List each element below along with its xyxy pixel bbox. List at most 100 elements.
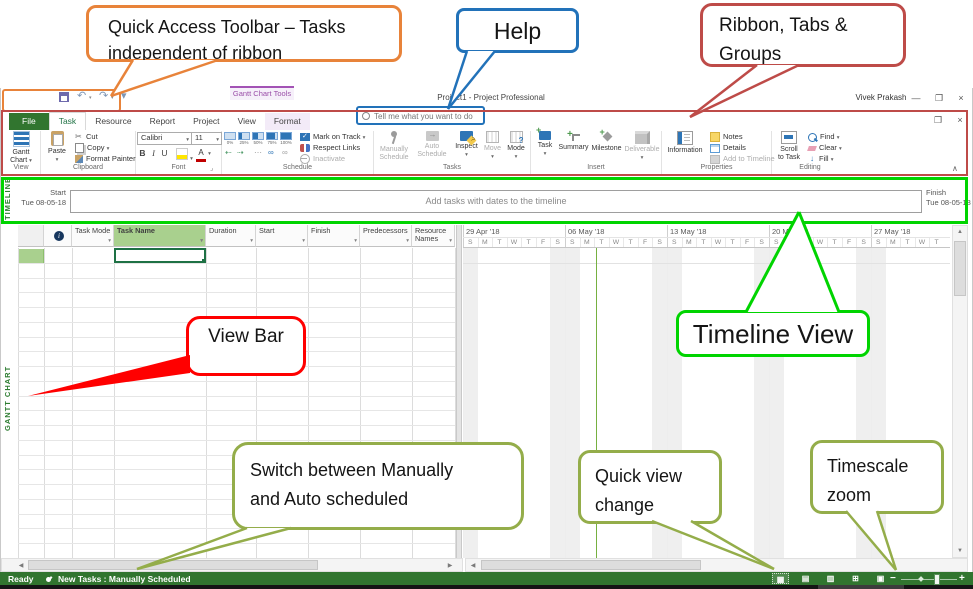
background-color-button[interactable]: ▾: [176, 148, 193, 162]
timescale-day-label[interactable]: W: [714, 239, 722, 246]
font-size-select[interactable]: 11▾: [191, 132, 222, 145]
cell-fill-handle[interactable]: [202, 258, 206, 263]
timescale-day-label[interactable]: S: [468, 239, 473, 246]
tab-view[interactable]: View: [237, 116, 256, 126]
selected-row-header[interactable]: [19, 249, 44, 263]
font-color-button[interactable]: A ▾: [196, 148, 211, 162]
tab-resource[interactable]: Resource: [95, 116, 132, 126]
timescale-week-label[interactable]: 20 May '18: [772, 227, 809, 236]
timescale-day-label[interactable]: S: [570, 239, 575, 246]
select-all-corner[interactable]: [18, 225, 44, 247]
vertical-scroll-thumb[interactable]: [954, 241, 966, 296]
save-icon[interactable]: [59, 92, 69, 102]
find-button[interactable]: Find ▾: [808, 132, 839, 142]
timescale-day-label[interactable]: T: [599, 239, 604, 246]
tab-report[interactable]: Report: [149, 116, 176, 126]
new-tasks-mode-button[interactable]: New Tasks : Manually Scheduled: [58, 574, 191, 584]
timescale-day-label[interactable]: S: [672, 239, 677, 246]
notes-button[interactable]: Notes: [710, 132, 743, 143]
bold-button[interactable]: B: [139, 148, 146, 158]
close-icon[interactable]: ×: [958, 93, 964, 103]
information-button[interactable]: Information: [664, 131, 706, 155]
unlink-tasks-button[interactable]: ∞: [282, 148, 288, 158]
undo-icon[interactable]: ↶: [77, 90, 87, 102]
percent-100-button[interactable]: 100%: [280, 132, 292, 145]
column-header-finish[interactable]: Finish▾: [308, 225, 360, 247]
timescale-day-label[interactable]: M: [788, 239, 794, 246]
vertical-scrollbar[interactable]: [952, 225, 968, 558]
timescale-week-label[interactable]: 13 May '18: [670, 227, 707, 236]
contextual-tab-header[interactable]: Gantt Chart Tools: [230, 88, 294, 100]
column-header-task-name[interactable]: Task Name▾: [114, 225, 206, 247]
timescale-day-label[interactable]: W: [918, 239, 926, 246]
redo-icon[interactable]: ↷: [99, 90, 109, 102]
redo-caret-icon[interactable]: ▾: [111, 95, 114, 101]
account-name[interactable]: Vivek Prakash: [855, 93, 907, 102]
timescale-day-label[interactable]: S: [555, 239, 560, 246]
add-to-timeline-button[interactable]: Add to Timeline: [710, 154, 775, 164]
gantt-chart-side-label[interactable]: GANTT CHART: [3, 365, 12, 431]
timescale-day-label[interactable]: T: [628, 239, 633, 246]
chart-scroll-left-icon[interactable]: ◀: [470, 563, 476, 569]
insert-deliverable-button[interactable]: Deliverable▾: [624, 131, 660, 163]
table-scroll-right-icon[interactable]: ▶: [447, 563, 453, 569]
column-header-resource-names[interactable]: Resource Names▾: [412, 225, 455, 247]
insert-milestone-button[interactable]: Milestone: [590, 127, 623, 153]
team-planner-view-button[interactable]: ▥: [826, 574, 835, 583]
zoom-in-button[interactable]: +: [959, 573, 965, 584]
percent-0-button[interactable]: 0%: [224, 132, 236, 145]
table-scroll-thumb[interactable]: [28, 560, 318, 570]
timeline-add-tasks-box[interactable]: Add tasks with dates to the timeline: [70, 190, 922, 213]
report-view-button[interactable]: ▣: [876, 574, 885, 583]
timescale-day-label[interactable]: T: [905, 239, 910, 246]
column-header-task-mode[interactable]: Task Mode▾: [72, 225, 114, 247]
zoom-out-button[interactable]: −: [890, 573, 896, 584]
task-usage-view-button[interactable]: ▤: [801, 574, 810, 583]
mode-button[interactable]: Mode▾: [504, 131, 528, 162]
scroll-down-icon[interactable]: ▼: [957, 548, 963, 554]
tab-file[interactable]: File: [9, 113, 49, 130]
mark-on-track-button[interactable]: Mark on Track ▾: [300, 132, 365, 142]
selected-task-name-cell[interactable]: [114, 248, 206, 263]
percent-25-button[interactable]: 25%: [238, 132, 250, 145]
timescale-day-label[interactable]: T: [934, 239, 939, 246]
link-tasks-button[interactable]: ∞: [268, 148, 274, 158]
timescale-week-label[interactable]: 29 Apr '18: [466, 227, 500, 236]
undo-caret-icon[interactable]: ▾: [89, 95, 92, 101]
column-header-predecessors[interactable]: Predecessors▾: [360, 225, 412, 247]
tab-project[interactable]: Project: [193, 116, 220, 126]
timescale-day-label[interactable]: T: [730, 239, 735, 246]
font-dialog-launcher-icon[interactable]: ⌟: [210, 165, 214, 172]
resource-sheet-view-button[interactable]: ⊞: [852, 574, 859, 583]
timescale-day-label[interactable]: T: [701, 239, 706, 246]
column-header-duration[interactable]: Duration▾: [206, 225, 256, 247]
insert-summary-button[interactable]: Summary: [558, 129, 589, 152]
chart-scroll-thumb[interactable]: [481, 560, 701, 570]
tab-format[interactable]: Format: [264, 113, 310, 130]
column-header-indicators[interactable]: i: [44, 225, 72, 247]
timescale-day-label[interactable]: M: [482, 239, 488, 246]
timescale-day-label[interactable]: F: [745, 239, 750, 246]
restore-ribbon-icon[interactable]: ❐: [933, 115, 943, 125]
font-name-select[interactable]: Calibri▾: [137, 132, 192, 145]
respect-links-button[interactable]: Respect Links: [300, 143, 360, 153]
timescale-day-label[interactable]: W: [510, 239, 518, 246]
indent-task-button[interactable]: ⇢: [237, 148, 244, 158]
timescale-day-label[interactable]: M: [890, 239, 896, 246]
insert-task-button[interactable]: Task▾: [534, 125, 556, 159]
format-painter-button[interactable]: Format Painter: [75, 154, 136, 164]
gantt-chart-view-button[interactable]: ▦: [772, 573, 789, 584]
inactivate-button[interactable]: Inactivate: [300, 154, 345, 165]
timescale-day-label[interactable]: T: [803, 239, 808, 246]
inspect-button[interactable]: Inspect▾: [453, 131, 480, 160]
move-button[interactable]: Move▾: [481, 131, 504, 162]
column-header-start[interactable]: Start▾: [256, 225, 308, 247]
customize-icon[interactable]: ▾: [121, 90, 127, 102]
cut-button[interactable]: ✂Cut: [75, 132, 98, 142]
details-button[interactable]: Details: [710, 143, 746, 153]
timescale-day-label[interactable]: S: [657, 239, 662, 246]
paste-button[interactable]: Paste▾: [43, 131, 71, 165]
